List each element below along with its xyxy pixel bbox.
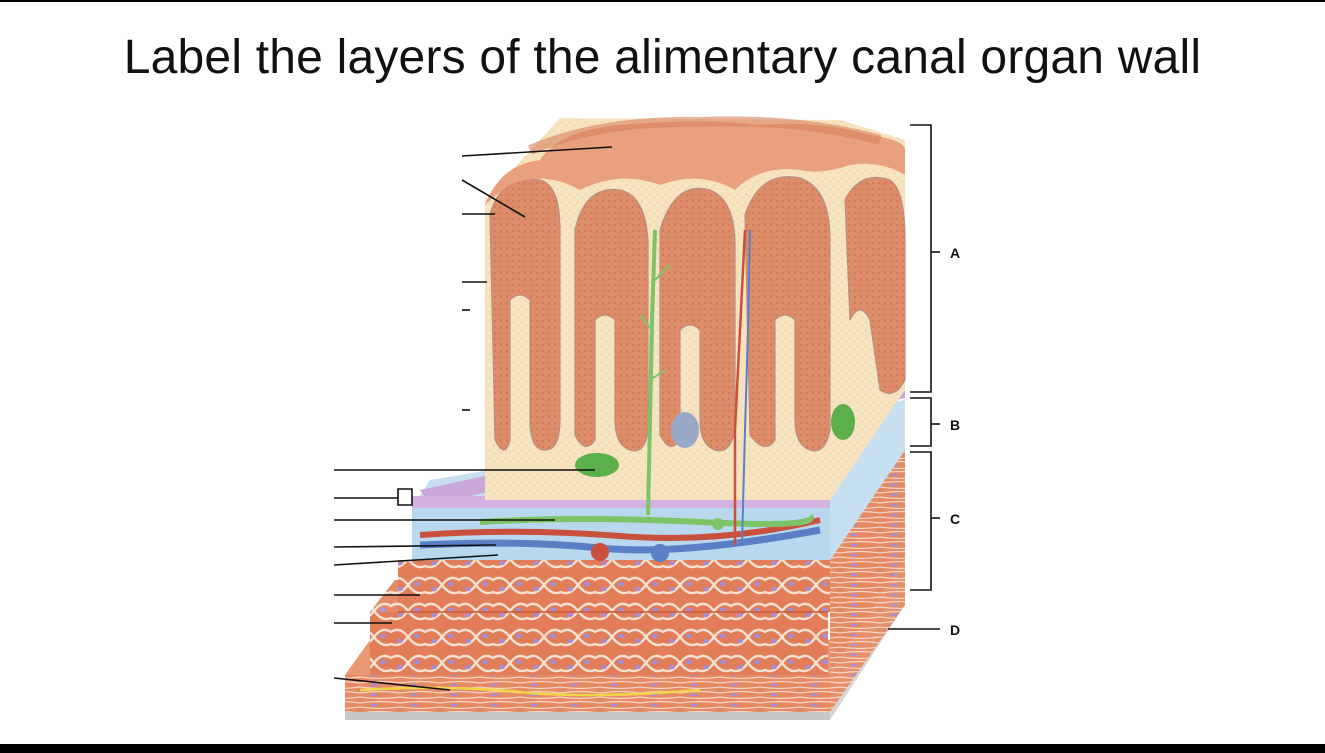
slide-bottom-border: [0, 744, 1325, 753]
muscularis-externa-layer: [370, 450, 905, 675]
bracket-c: [910, 451, 932, 591]
bracket-a: [910, 124, 932, 393]
bracket-b: [910, 397, 932, 447]
leader-lines: [333, 146, 613, 691]
label-c: C: [950, 511, 960, 527]
label-d: D: [950, 622, 960, 638]
page-title: Label the layers of the alimentary canal…: [123, 31, 1202, 84]
leader-line-14: [333, 677, 451, 691]
leader-line-8-bracket: [397, 488, 413, 506]
mucosa-layer: [485, 116, 906, 546]
slide-top-border: [0, 0, 1325, 2]
right-brackets: [888, 124, 940, 630]
leader-line-2: [461, 179, 526, 218]
leader-line-1: [461, 146, 613, 157]
serosa-layer: [345, 595, 905, 720]
leader-line-10: [333, 544, 497, 548]
label-a: A: [950, 245, 960, 261]
leader-line-11: [333, 554, 499, 566]
label-b: B: [950, 417, 960, 433]
